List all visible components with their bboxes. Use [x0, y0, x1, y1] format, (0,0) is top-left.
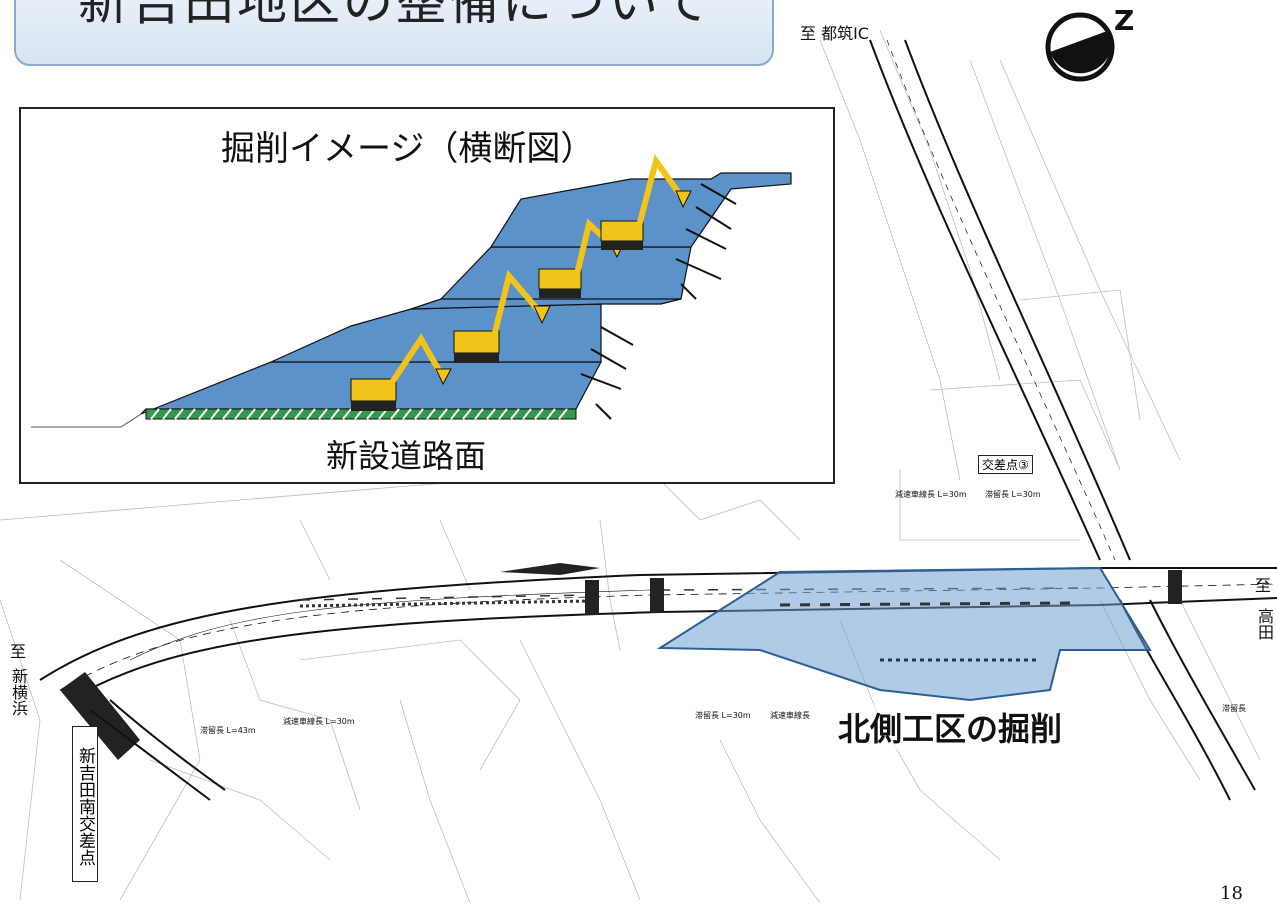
storage-label-top: 滞留長 L=30m	[985, 490, 1041, 499]
storage-label-mid: 滞留長 L=30m	[695, 711, 751, 720]
excavator-icon	[453, 269, 551, 363]
storage-label-left: 滞留長 L=43m	[200, 726, 256, 735]
inset-title: 掘削イメージ（横断図）	[221, 129, 595, 169]
direction-left-to: 至	[10, 642, 27, 661]
cross-section-diagram	[31, 154, 792, 428]
overlay-hatching	[779, 601, 1071, 662]
direction-right-place: 高田	[1255, 608, 1274, 640]
north-label: Z	[1114, 4, 1135, 37]
inset-caption: 新設道路面	[326, 437, 487, 475]
intersection-label: 交差点③	[978, 455, 1033, 474]
direction-tsuzuki-ic: 至 都筑IC	[800, 24, 869, 43]
parcel-lines	[0, 29, 1261, 903]
storage-label-right: 滞留長	[1222, 704, 1246, 713]
excavator-icon	[350, 333, 452, 411]
north-arrow-icon	[1045, 12, 1115, 82]
crosswalks	[60, 570, 1182, 760]
page-title: 新吉田地区の整備について	[78, 0, 713, 31]
direction-right-to: 至	[1255, 576, 1272, 595]
title-banner: 新吉田地区の整備について	[14, 0, 774, 66]
stripe-hatching	[150, 408, 568, 420]
excavation-label: 北側工区の掘削	[838, 704, 1063, 750]
decel-lane-label-top: 減速車線長 L=30m	[895, 490, 967, 499]
decel-lane-label-left: 減速車線長 L=30m	[283, 717, 355, 726]
page-number: 18	[1220, 883, 1243, 904]
decel-lane-label-mid: 減速車線長	[770, 711, 810, 720]
intersection-name-label: 新吉田南交差点	[72, 726, 98, 882]
road-patch	[500, 563, 600, 575]
excavation-area-overlay	[656, 566, 1152, 702]
anchor-lines	[580, 183, 737, 420]
excavator-icon	[600, 154, 692, 250]
direction-left-place: 新横浜	[9, 668, 28, 716]
excavation-layers	[140, 172, 792, 415]
lane-markings	[299, 587, 1091, 608]
cross-section-inset: 掘削イメージ（横断図）	[19, 107, 835, 484]
